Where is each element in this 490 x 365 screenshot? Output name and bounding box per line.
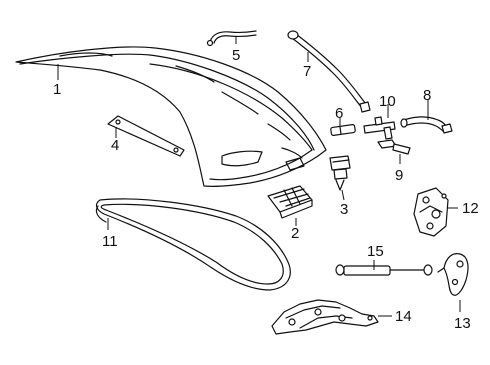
label-9: 9: [395, 167, 403, 184]
trunk-lid: [15, 46, 327, 187]
label-8: 8: [423, 87, 431, 104]
elbow-connector: [377, 139, 411, 155]
latch: [413, 187, 449, 237]
label-1: 1: [53, 81, 61, 98]
label-2: 2: [291, 225, 299, 242]
label-15: 15: [367, 243, 384, 260]
washer-connector: [330, 124, 356, 136]
label-4: 4: [111, 137, 119, 154]
label-6: 6: [335, 105, 343, 122]
label-12: 12: [462, 200, 479, 217]
label-13: 13: [454, 315, 471, 332]
bracket: [107, 115, 185, 157]
tee-connector: [363, 116, 396, 140]
wiring-harness-connector: [267, 185, 313, 219]
weatherstrip: [95, 198, 291, 291]
washer-hose: [287, 30, 371, 113]
hose-clip: [206, 30, 257, 47]
callout-labels: 1 2 3 4 5 6 7 8 9 10 11 12 13 14 15: [53, 47, 479, 332]
switch: [329, 155, 351, 191]
label-10: 10: [379, 93, 396, 110]
label-7: 7: [303, 63, 311, 80]
striker: [437, 253, 469, 296]
lift-support: [335, 264, 433, 276]
hinge: [271, 299, 379, 335]
leader-lines: [57, 36, 461, 317]
label-3: 3: [340, 201, 348, 218]
label-14: 14: [395, 308, 412, 325]
hose-8: [400, 116, 453, 134]
label-11: 11: [102, 233, 118, 250]
label-5: 5: [232, 47, 240, 64]
